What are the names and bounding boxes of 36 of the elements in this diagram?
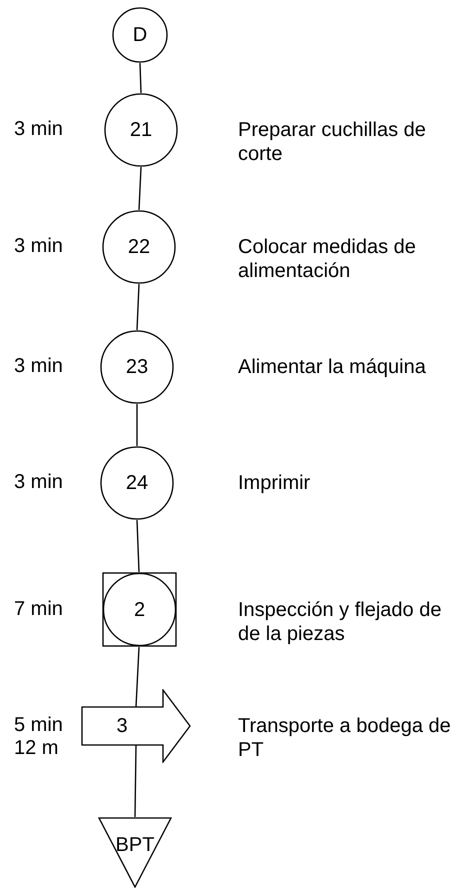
step-number: 22: [128, 236, 150, 258]
operation-circle: [112, 7, 168, 63]
step-number: 2: [134, 598, 146, 620]
step-number: D: [132, 24, 148, 46]
connector-line: [138, 166, 142, 210]
connector-line: [136, 520, 140, 572]
step-number: 21: [130, 119, 152, 141]
step-duration: 12 m: [14, 737, 58, 760]
storage-triangle: [98, 817, 172, 888]
step-number: BPT: [116, 834, 154, 856]
step-description: Transporte a bodega de PT: [238, 714, 452, 762]
operation-circle: [102, 210, 176, 284]
connector-line: [136, 284, 140, 330]
inspection-operation-symbol: [102, 572, 177, 647]
operation-circle: [100, 446, 174, 520]
operation-circle: [104, 93, 178, 167]
connector-line: [139, 62, 142, 94]
step-number: 23: [126, 356, 148, 378]
step-duration: 3 min: [14, 471, 63, 494]
step-duration: 5 min: [14, 714, 63, 737]
step-description: Preparar cuchillas de corte: [238, 118, 427, 166]
operation-circle: [100, 330, 174, 404]
step-duration: 3 min: [14, 118, 63, 141]
step-description: Imprimir: [238, 471, 310, 495]
transport-arrow: [81, 689, 191, 763]
step-description: Inspección y flejado de de la piezas: [238, 598, 442, 646]
step-duration: 3 min: [14, 235, 63, 258]
connector-line: [134, 745, 137, 817]
step-duration: 7 min: [14, 598, 63, 621]
step-number: 24: [126, 472, 148, 494]
connector-line: [136, 404, 138, 446]
step-duration: 3 min: [14, 355, 63, 378]
connector-line: [135, 646, 140, 708]
step-description: Colocar medidas de alimentación: [238, 235, 417, 283]
step-number: 3: [116, 714, 128, 736]
step-description: Alimentar la máquina: [238, 355, 426, 379]
